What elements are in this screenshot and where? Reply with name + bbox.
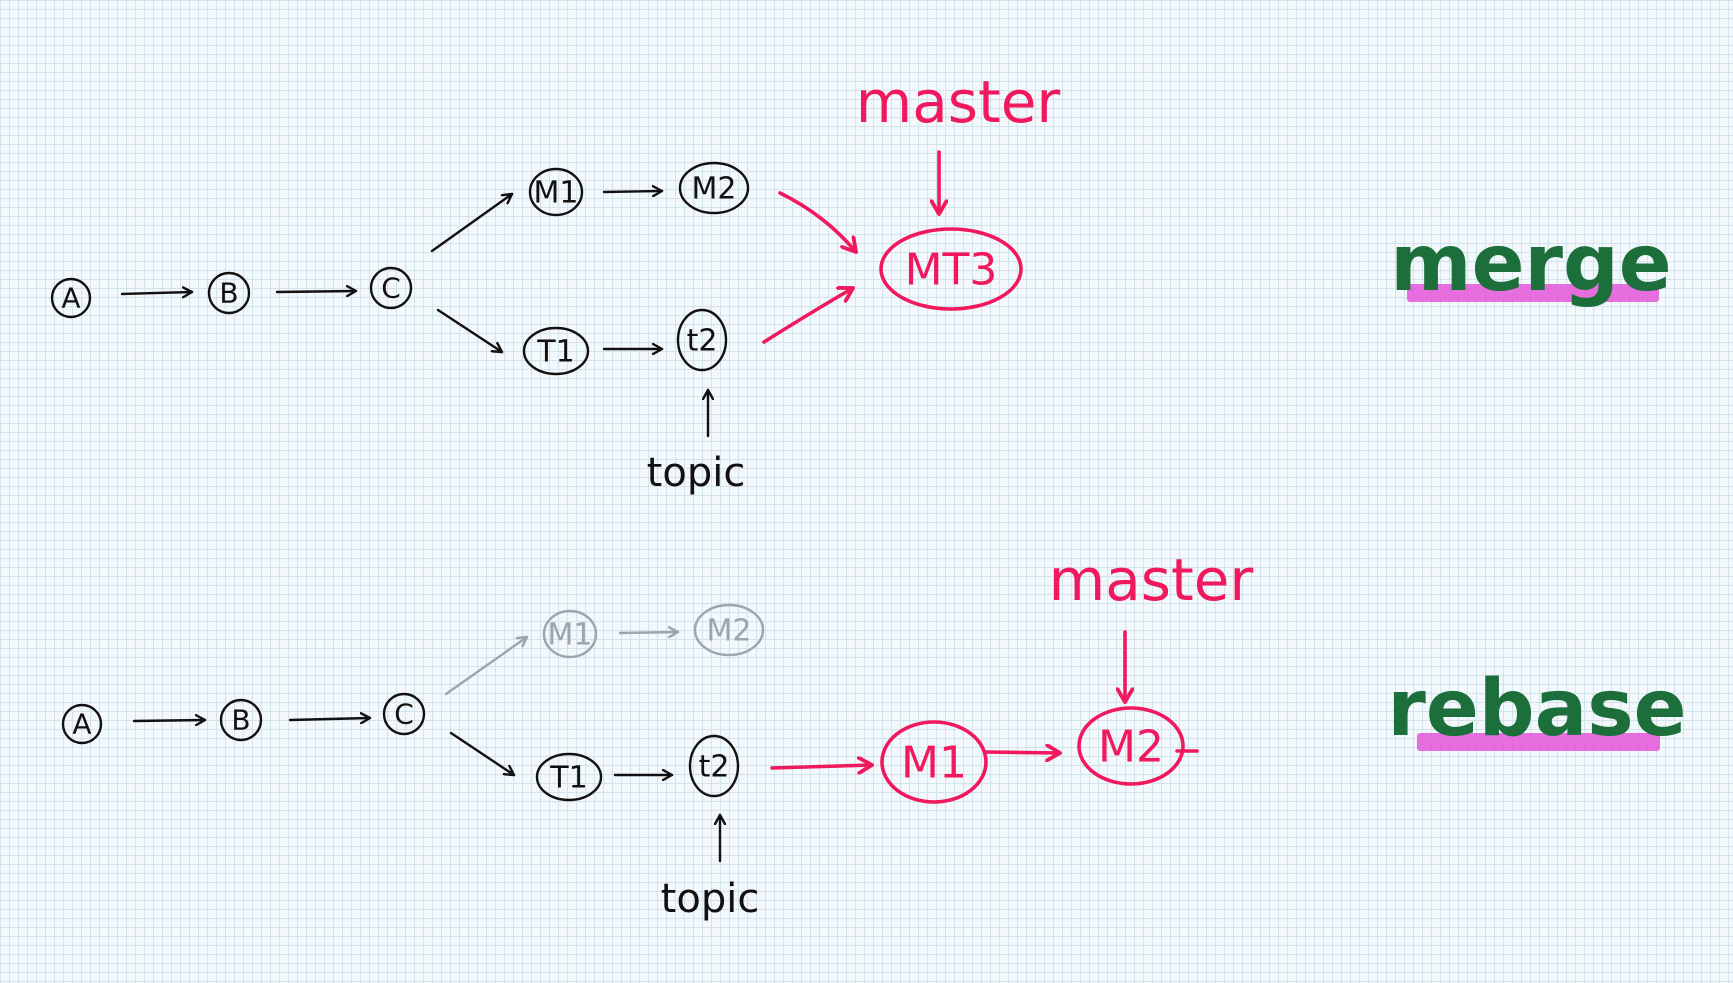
merge-node-b: B (207, 271, 251, 315)
rebase-node-m2-old: M2 (693, 603, 765, 657)
merge-node-b-label: B (219, 277, 238, 310)
rebase-arrow-t2-m1-new (770, 765, 872, 768)
merge-title-highlight (1407, 284, 1659, 302)
merge-node-a: A (50, 277, 92, 319)
merge-master-label: master (856, 68, 1061, 136)
rebase-node-m1-old: M1 (542, 609, 598, 659)
rebase-node-c-label: C (394, 698, 414, 731)
merge-node-t1-label: T1 (536, 335, 574, 370)
rebase-arrow-c-m1-old (444, 635, 529, 696)
merge-node-a-label: A (61, 282, 80, 315)
merge-node-c-label: C (381, 272, 401, 305)
rebase-node-a: A (61, 703, 103, 745)
rebase-arrow-m1-m2-old (618, 632, 680, 633)
rebase-node-b-label: B (231, 704, 250, 737)
rebase-title: rebase (1387, 664, 1686, 754)
rebase-node-a-label: A (72, 708, 91, 741)
rebase-node-t2-label: t2 (699, 750, 730, 785)
merge-topic-label: topic (647, 450, 746, 496)
rebase-node-c: C (382, 692, 426, 736)
rebase-arrow-a-b (132, 720, 207, 721)
merge-node-m2-label: M2 (692, 172, 737, 207)
merge-node-c: C (369, 266, 413, 310)
merge-title: merge (1390, 219, 1671, 309)
merge-node-mt3: MT3 (879, 227, 1023, 311)
rebase-node-m1-new: M1 (880, 720, 988, 804)
rebase-node-t2: t2 (688, 734, 740, 798)
rebase-topic-label: topic (661, 876, 760, 922)
rebase-arrow-m1-m2-new (983, 752, 1060, 753)
rebase-master-label: master (1049, 546, 1254, 614)
merge-node-t1: T1 (522, 326, 590, 376)
merge-node-t2-label: t2 (687, 324, 718, 359)
merge-arrow-t2-mt3 (762, 288, 853, 344)
merge-node-mt3-label: MT3 (905, 245, 998, 296)
rebase-node-t1-label: T1 (549, 761, 587, 796)
merge-arrow-m2-mt3 (778, 191, 856, 252)
rebase-node-m1-new-label: M1 (901, 738, 967, 789)
rebase-node-m2-new-label: M2 (1098, 722, 1164, 773)
rebase-title-highlight (1417, 733, 1660, 751)
rebase-node-m2-new: M2 (1077, 706, 1185, 786)
merge-node-m2: M2 (678, 161, 750, 215)
merge-node-m1-label: M1 (534, 176, 579, 211)
merge-arrow-m1-m2 (602, 191, 664, 192)
rebase-node-m1-old-label: M1 (548, 618, 593, 653)
merge-section: A B C M1 M2 T1 (50, 68, 1672, 496)
merge-arrow-c-m1 (430, 192, 514, 253)
merge-arrow-a-b (120, 292, 194, 294)
merge-node-m1: M1 (528, 167, 584, 217)
merge-node-t2: t2 (676, 308, 728, 372)
rebase-node-t1: T1 (535, 752, 603, 802)
rebase-arrow-b-c (288, 718, 372, 720)
merge-arrow-b-c (275, 291, 358, 292)
rebase-node-b: B (219, 698, 263, 742)
merge-arrow-c-t1 (436, 308, 504, 354)
rebase-arrow-c-t1 (449, 731, 516, 777)
rebase-section: A B C M1 M2 T1 (61, 546, 1687, 922)
rebase-node-m2-old-label: M2 (707, 614, 752, 649)
